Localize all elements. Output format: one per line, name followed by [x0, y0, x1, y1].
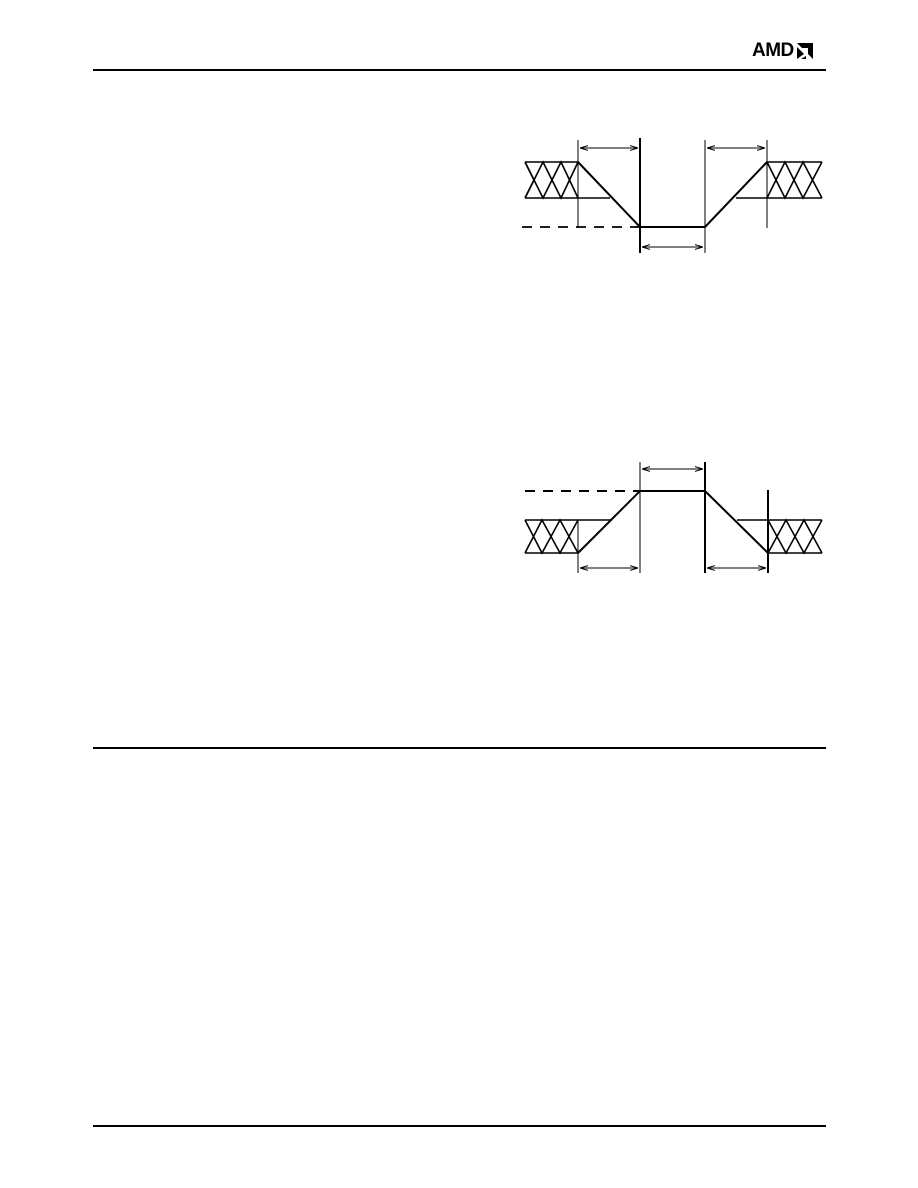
- amd-logo: AMD: [752, 40, 815, 62]
- right-invalid-region: [766, 160, 823, 200]
- footer-rule: [93, 1125, 826, 1127]
- waveform-low-pulse: [0, 0, 918, 300]
- section-divider-rule: [93, 747, 826, 749]
- left-invalid-region: [524, 518, 579, 555]
- waveform-low-pulse-svg: [522, 138, 823, 253]
- amd-logo-text: AMD: [752, 40, 794, 61]
- header-rule: [93, 69, 826, 71]
- waveform-high-pulse-svg: [524, 462, 823, 573]
- amd-arrow-logo-icon: [796, 43, 813, 59]
- right-invalid-region: [767, 518, 823, 555]
- waveform-high-pulse: [0, 440, 918, 600]
- left-invalid-region: [524, 160, 579, 200]
